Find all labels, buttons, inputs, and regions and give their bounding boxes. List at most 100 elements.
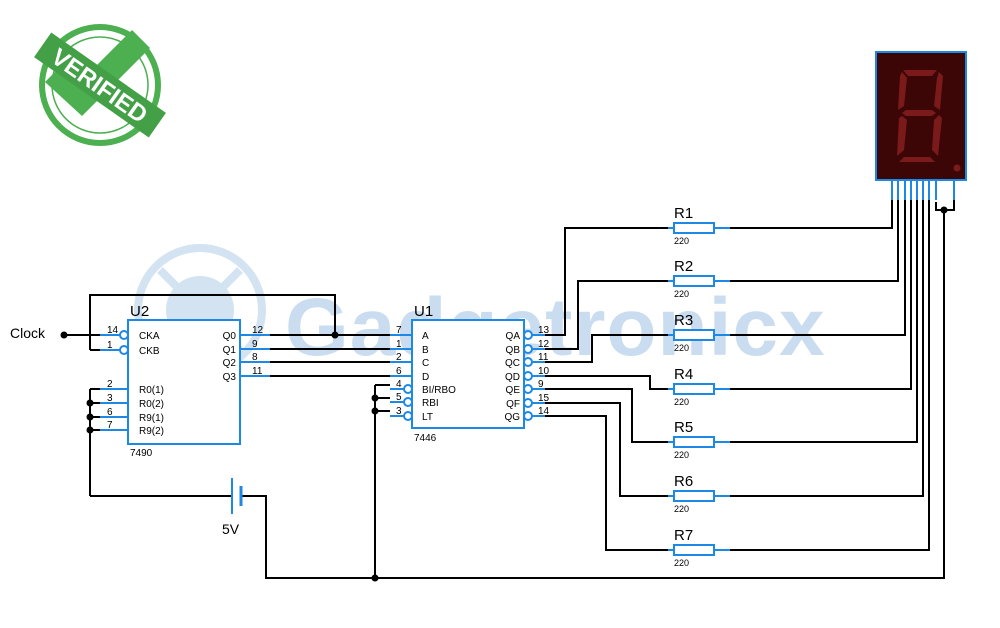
resistor-ref: R3	[674, 312, 693, 329]
u2-pin-inverter	[119, 345, 129, 355]
u2-pin-number: 11	[252, 366, 263, 377]
u2-pin-number: 8	[252, 352, 258, 363]
resistor-ref: R7	[674, 527, 693, 544]
u1-pin-number: 10	[538, 366, 550, 377]
u1-pin-number: 4	[396, 379, 402, 390]
segment-f	[898, 72, 907, 110]
resistor-value: 220	[674, 558, 689, 568]
u1-pin-inverter	[523, 411, 533, 421]
u1-pin-inverter	[523, 384, 533, 394]
u1-pin-number: 12	[538, 339, 550, 350]
u1-pin-name: QA	[506, 331, 521, 342]
u1-pin-name: A	[422, 331, 429, 342]
resistor-r1: R1 220	[668, 205, 730, 246]
u2-pin-name: Q2	[223, 358, 237, 369]
resistor-body	[673, 222, 715, 234]
battery-label: 5V	[222, 521, 240, 537]
u1-pin-name: LT	[422, 412, 433, 423]
u1-part: 7446	[414, 433, 437, 444]
resistor-body	[673, 329, 715, 341]
u1-pin-name: D	[422, 372, 429, 383]
resistor-body	[673, 490, 715, 502]
u2-pin-name: R9(1)	[139, 413, 164, 424]
resistor-body	[673, 383, 715, 395]
clock-label: Clock	[10, 325, 46, 341]
display-digit	[897, 70, 943, 162]
u1-pin-inverter	[523, 330, 533, 340]
u1-pin-name: BI/RBO	[422, 385, 456, 396]
resistor-ref: R4	[674, 366, 693, 383]
resistor-body	[673, 436, 715, 448]
u2-pin-name: CKA	[139, 331, 160, 342]
u1-pin-number: 15	[538, 393, 550, 404]
display-decimal-point	[953, 164, 961, 172]
resistor-r5: R5 220	[668, 419, 730, 460]
segment-d	[899, 157, 935, 162]
resistor-value: 220	[674, 450, 689, 460]
u1-pin-inverter	[523, 344, 533, 354]
u1-pin-inverter	[403, 411, 413, 421]
u2-pin-name: R0(1)	[139, 385, 164, 396]
resistor-value: 220	[674, 289, 689, 299]
resistor-r3: R3 220	[668, 312, 730, 353]
junctions	[60, 206, 948, 582]
resistor-ref: R1	[674, 205, 693, 222]
u2-pin-number: 9	[252, 339, 258, 350]
u1-pin-number: 14	[538, 406, 550, 417]
u1-pin-name: QE	[506, 385, 521, 396]
seven-segment-display	[875, 51, 967, 200]
resistor-ref: R2	[674, 258, 693, 275]
u2-pin-name: Q3	[223, 372, 237, 383]
u2-pin-name: CKB	[139, 346, 160, 357]
resistor-ref: R5	[674, 419, 693, 436]
u2-pin-name: Q1	[223, 345, 237, 356]
resistor-body	[673, 275, 715, 287]
segment-a	[903, 70, 937, 76]
u1-pin-number: 5	[396, 392, 402, 403]
u1-pin-number: 2	[396, 352, 402, 363]
u2-pin-name: R9(2)	[139, 426, 164, 437]
u1-pin-name: QC	[505, 358, 520, 369]
u1-pin-inverter	[523, 357, 533, 367]
u1-pin-inverter	[523, 371, 533, 381]
resistor-r7: R7 220	[668, 527, 730, 568]
resistor-r2: R2 220	[668, 258, 730, 299]
u1-pin-name: RBI	[422, 398, 439, 409]
display-pins	[891, 180, 955, 200]
u1-pin-number: 6	[396, 366, 402, 377]
u1-pin-number: 1	[396, 339, 402, 350]
resistor-value: 220	[674, 397, 689, 407]
resistor-r4: R4 220	[668, 366, 730, 407]
wires	[64, 197, 955, 579]
u1-pin-number: 13	[538, 325, 550, 336]
resistor-value: 220	[674, 504, 689, 514]
u2-part: 7490	[130, 448, 153, 459]
u1-pin-name: QD	[505, 372, 520, 383]
u1-pin-inverter	[523, 398, 533, 408]
resistor-value: 220	[674, 236, 689, 246]
u1-pin-name: QG	[504, 412, 520, 423]
u1-ref: U1	[414, 303, 433, 320]
segment-g	[902, 110, 936, 116]
u1-pin-number: 11	[538, 352, 549, 363]
resistor-value: 220	[674, 343, 689, 353]
u2-pin-inverter	[119, 330, 129, 340]
u2-pin-number: 14	[107, 325, 119, 336]
resistor-body	[673, 544, 715, 556]
u1-pin-inverter	[403, 397, 413, 407]
u1-pin-number: 7	[396, 325, 402, 336]
u1-pin-name: QB	[506, 345, 521, 356]
u2-pin-name: R0(2)	[139, 399, 164, 410]
segment-c	[932, 115, 942, 156]
u1-pin-inverter	[403, 384, 413, 394]
u1-pin-name: QF	[506, 399, 520, 410]
u2-ref: U2	[130, 303, 149, 320]
u2-pin-number: 1	[107, 340, 113, 351]
u2-pin-number: 3	[107, 393, 113, 404]
u1-pin-name: B	[422, 345, 429, 356]
